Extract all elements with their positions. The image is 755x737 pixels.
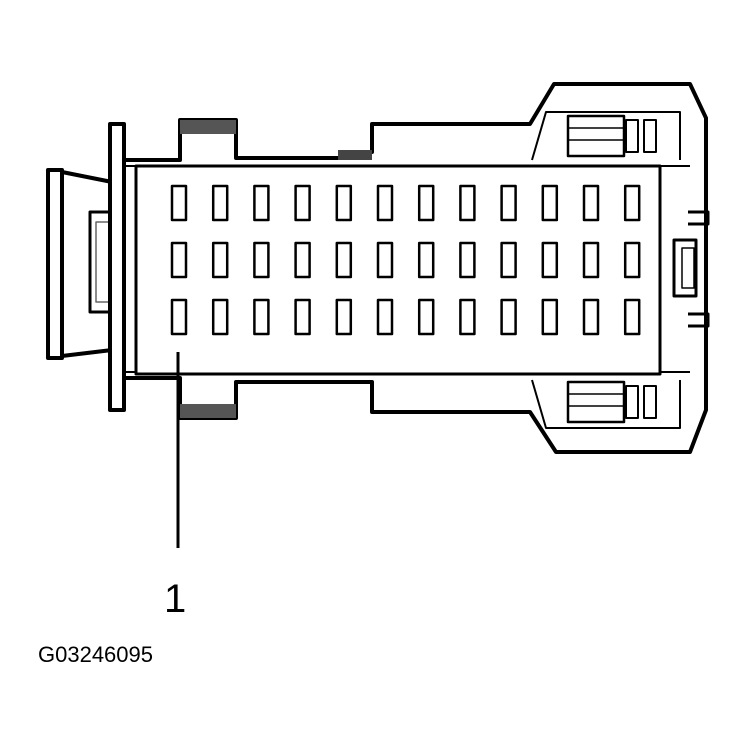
pin-cavity (541, 241, 559, 279)
pin-cavity (294, 241, 311, 279)
pin-cavity (541, 298, 559, 336)
pin-cavity (376, 241, 394, 279)
pin-cavity (541, 184, 559, 222)
pin-cavity (623, 184, 641, 222)
pin-cavity (417, 241, 435, 279)
pin-cavity (335, 241, 353, 279)
pin-cavity (582, 184, 600, 222)
pin-cavity (170, 241, 188, 279)
pin-cavity (253, 184, 270, 222)
pin-cavity (294, 298, 311, 336)
pin-cavity (623, 241, 641, 279)
pin-cavity (500, 184, 517, 222)
pin-cavity (582, 241, 600, 279)
pin-cavity (500, 241, 517, 279)
pin-cavity (376, 184, 394, 222)
pin-cavity (170, 298, 188, 336)
pin-cavity (459, 241, 476, 279)
pin-cavity (335, 184, 353, 222)
pin-cavity (459, 184, 476, 222)
connector-left-cap (46, 122, 132, 412)
pin-cavity (417, 298, 435, 336)
pin-cavity (253, 241, 270, 279)
pin-cavity (294, 184, 311, 222)
pin-cavity (459, 298, 476, 336)
callout-label-1: 1 (164, 577, 186, 621)
pin-cavity (335, 298, 353, 336)
pin-cavity (500, 298, 517, 336)
connector-right-latch (566, 114, 710, 424)
pin-cavity (623, 298, 641, 336)
pin-cavity-grid (170, 184, 641, 336)
pin-cavity (211, 298, 229, 336)
pin-cavity (417, 184, 435, 222)
pin-cavity (253, 298, 270, 336)
pin-cavity (582, 298, 600, 336)
pin-cavity (211, 241, 229, 279)
figure-id: G03246095 (38, 642, 153, 667)
pin-cavity (170, 184, 188, 222)
pin-cavity (211, 184, 229, 222)
pin-cavity (376, 298, 394, 336)
